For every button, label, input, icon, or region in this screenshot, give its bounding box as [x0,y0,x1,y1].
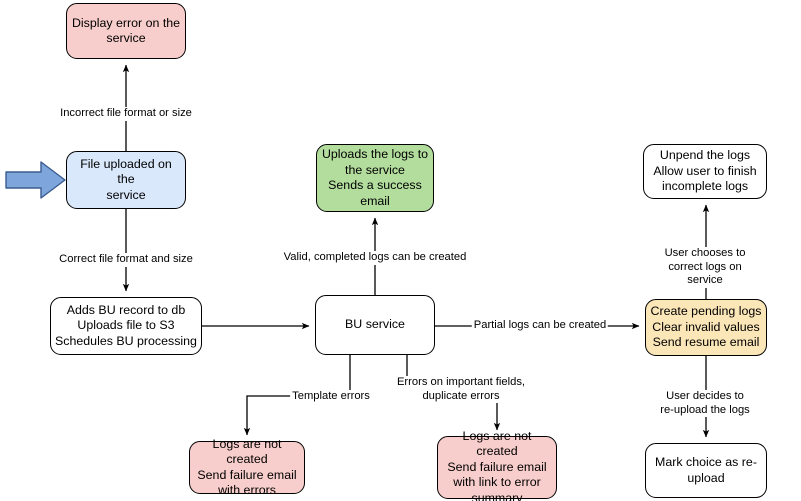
node-unpend-logs-label: Unpend the logs Allow user to finish inc… [653,148,757,194]
node-logs-not-created-fields-label: Logs are not created Send failure email … [447,428,547,501]
edge-label-errors-important: Errors on important fields, duplicate er… [394,376,528,403]
node-adds-bu-record[interactable]: Adds BU record to db Uploads file to S3 … [50,297,202,355]
edge-label-user-corrects: User chooses to correct logs on service [657,247,753,288]
node-uploads-logs[interactable]: Uploads the logs to the service Sends a … [316,144,434,212]
edge-label-valid-completed: Valid, completed logs can be created [281,251,469,265]
node-display-error[interactable]: Display error on the service [66,3,186,59]
node-logs-not-created-fields[interactable]: Logs are not created Send failure email … [437,429,557,501]
input-block-arrow [5,161,66,199]
edge-label-partial-logs: Partial logs can be created [471,319,609,333]
edge-label-correct-format: Correct file format and size [57,253,195,267]
node-adds-bu-record-label: Adds BU record to db Uploads file to S3 … [55,302,197,348]
edge-label-user-reupload: User decides to re-upload the logs [657,390,753,417]
node-uploads-logs-label: Uploads the logs to the service Sends a … [321,147,429,208]
edge-label-template-errors: Template errors [290,390,372,404]
node-bu-service-label: BU service [345,317,405,332]
node-logs-not-created-template-label: Logs are not created Send failure email … [197,436,297,498]
node-unpend-logs[interactable]: Unpend the logs Allow user to finish inc… [643,144,767,199]
node-display-error-label: Display error on the service [71,15,181,46]
node-create-pending-logs[interactable]: Create pending logs Clear invalid values… [645,299,767,356]
node-file-uploaded-label: File uploaded on the service [80,156,172,202]
node-file-uploaded[interactable]: File uploaded on the service [66,151,186,209]
node-bu-service[interactable]: BU service [315,295,435,355]
edge-label-incorrect-format: Incorrect file format or size [58,107,194,121]
node-mark-choice-label: Mark choice as re- upload [655,455,757,485]
node-create-pending-logs-label: Create pending logs Clear invalid values… [650,304,762,350]
node-logs-not-created-template[interactable]: Logs are not created Send failure email … [189,437,305,497]
node-mark-choice[interactable]: Mark choice as re- upload [645,443,767,498]
